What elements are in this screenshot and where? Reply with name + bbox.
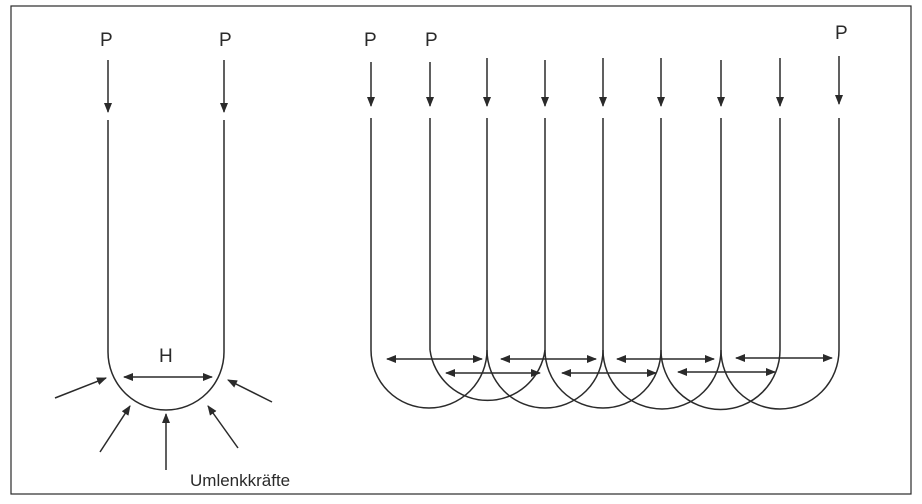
deflection-force-arrow-5	[227, 379, 273, 403]
multi-tendon-figure: P P P	[364, 23, 848, 411]
deflection-force-arrow-4	[207, 405, 239, 449]
deflection-force-arrow-2	[99, 405, 131, 453]
tendon-loop-6	[660, 349, 781, 411]
deflection-force-arrow-1	[54, 377, 107, 399]
load-label-right-1: P	[364, 30, 377, 51]
caption-deflection-forces: Umlenkkräfte	[190, 471, 290, 490]
diagram-border	[10, 5, 912, 495]
u-tendon	[107, 120, 225, 411]
load-label-right-3: P	[835, 23, 848, 44]
span-label-h: H	[159, 346, 173, 367]
load-label-left-2: P	[219, 30, 232, 51]
load-label-left-1: P	[100, 30, 113, 51]
single-tendon-figure: P P H Umlenkkräfte	[54, 30, 290, 490]
load-label-right-2: P	[425, 30, 438, 51]
